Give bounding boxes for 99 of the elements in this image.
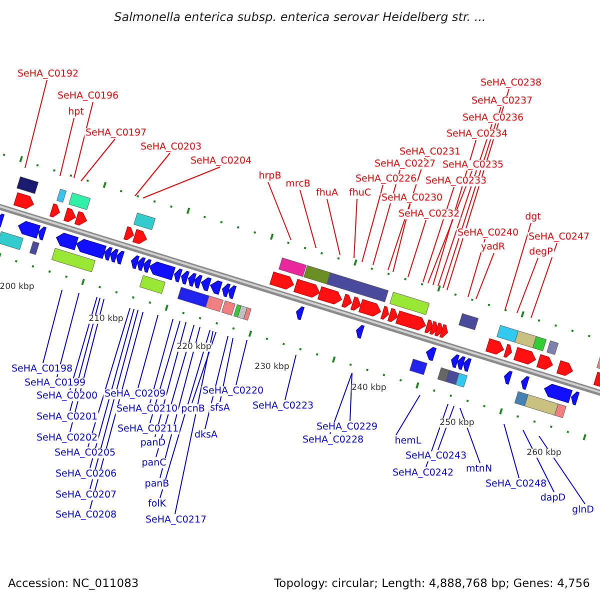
- gene-label: SeHA_C0242: [391, 468, 455, 478]
- gene-label: fhuC: [348, 188, 372, 198]
- gene-label: hpt: [67, 107, 85, 117]
- gene-label: SeHA_C0243: [404, 451, 468, 461]
- gene-label: SeHA_C0232: [397, 209, 461, 219]
- leader-line: [268, 182, 292, 240]
- gene-label: mtnN: [464, 464, 494, 474]
- gene-label: SeHA_C0201: [35, 412, 99, 422]
- gene-label: pcnB: [180, 404, 206, 414]
- leader-line: [42, 290, 62, 364]
- gene-label: SeHA_C0217: [144, 515, 208, 525]
- scale-label: 250 kbp: [440, 418, 474, 428]
- leader-line: [476, 252, 494, 300]
- gene-label: SeHA_C0240: [456, 228, 520, 238]
- gene-label: SeHA_C0220: [201, 386, 265, 396]
- gene-label: SeHA_C0226: [354, 174, 418, 184]
- scale-label: 220 kbp: [176, 342, 212, 352]
- gene-label: panB: [144, 479, 170, 489]
- leader-line: [192, 332, 216, 404]
- leader-line: [530, 242, 558, 318]
- leader-line: [422, 186, 454, 282]
- leader-line: [80, 138, 116, 182]
- gene-label: panC: [140, 458, 168, 468]
- leader-line: [138, 314, 158, 388]
- gene-label: hrpB: [258, 171, 282, 181]
- gene-label: SeHA_C0229: [315, 422, 379, 432]
- leader-line: [504, 424, 520, 478]
- gene-label: glnD: [571, 505, 595, 515]
- gene-label: SeHA_C0208: [54, 510, 118, 520]
- scale-label: 210 kbp: [88, 314, 124, 324]
- leader-line: [300, 190, 316, 248]
- gene-label: dgt: [524, 212, 542, 222]
- genome-info-text: Topology: circular; Length: 4,888,768 bp; Genes: 4,756: [274, 576, 590, 590]
- leader-line: [522, 430, 554, 492]
- accession-text: Accession: NC_011083: [8, 576, 139, 590]
- gene-label: SeHA_C0206: [54, 469, 118, 479]
- gene-label: SeHA_C0203: [139, 142, 203, 152]
- gene-label: hemL: [394, 436, 422, 446]
- gene-label: fhuA: [315, 188, 339, 198]
- gene-label: SeHA_C0210: [115, 404, 179, 414]
- leader-line: [354, 198, 358, 258]
- gene-label: SeHA_C0247: [527, 232, 591, 242]
- gene-label: SeHA_C0237: [470, 96, 534, 106]
- title: Salmonella enterica subsp. enterica serovar Heidelberg str. ...: [114, 10, 486, 24]
- scale-label: 240 kbp: [352, 384, 386, 392]
- leader-line: [56, 292, 80, 378]
- leader-line: [350, 372, 352, 422]
- leader-line: [150, 318, 174, 404]
- gene-label: SeHA_C0235: [441, 160, 505, 170]
- gene-label: SeHA_C0199: [23, 378, 87, 388]
- gene-label: SeHA_C0198: [10, 364, 74, 374]
- gene-label: SeHA_C0230: [380, 193, 444, 203]
- gene-label: SeHA_C0228: [301, 435, 365, 445]
- gene-label: mrcB: [284, 179, 312, 189]
- gene-label: yadR: [480, 242, 506, 252]
- leader-line: [142, 166, 220, 198]
- scale-label: 230 kbp: [254, 362, 290, 372]
- leader-line: [362, 184, 384, 262]
- gene-label: SeHA_C0197: [84, 128, 148, 138]
- leader-line: [174, 330, 214, 514]
- gene-label: SeHA_C0223: [251, 401, 315, 411]
- gene-label: degP: [528, 247, 554, 257]
- gene-label: SeHA_C0238: [479, 78, 543, 88]
- leader-line: [284, 354, 296, 400]
- leader-line: [204, 336, 228, 430]
- gene-label: SeHA_C0200: [35, 391, 99, 401]
- gene-label: folK: [146, 499, 168, 509]
- leader-line: [392, 204, 410, 272]
- leader-line: [24, 80, 48, 168]
- gene-label: dapD: [539, 493, 567, 503]
- gene-label: sfsA: [209, 403, 231, 413]
- leader-line: [74, 102, 94, 178]
- scale-label: 260 kbp: [526, 448, 562, 458]
- leader-line: [60, 118, 74, 176]
- gene-label: SeHA_C0205: [53, 448, 117, 458]
- leader-line: [236, 340, 248, 386]
- gene-label: panD: [139, 438, 167, 448]
- leader-line: [326, 198, 340, 256]
- gene-label: SeHA_C0202: [35, 433, 99, 443]
- gene-label: SeHA_C0231: [398, 147, 462, 157]
- gene-label: SeHA_C0204: [189, 156, 253, 166]
- gene-label: SeHA_C0207: [54, 490, 118, 500]
- leader-line: [504, 222, 532, 310]
- scale-label: 200 kbp: [0, 282, 34, 292]
- gene-label: SeHA_C0236: [461, 113, 525, 123]
- gene-label: SeHA_C0227: [373, 159, 437, 169]
- leader-line: [516, 258, 538, 314]
- leader-line: [396, 394, 420, 436]
- leader-line: [134, 152, 170, 196]
- gene-label: SeHA_C0211: [116, 424, 180, 434]
- gene-label: SeHA_C0209: [103, 389, 167, 399]
- gene-label: SeHA_C0196: [56, 91, 120, 101]
- gene-label: SeHA_C0192: [16, 69, 80, 79]
- gene-label: SeHA_C0233: [424, 176, 488, 186]
- gene-label: SeHA_C0248: [484, 479, 548, 489]
- leader-line: [408, 220, 426, 278]
- gene-label: dksA: [194, 430, 218, 440]
- gene-label: SeHA_C0234: [445, 129, 509, 139]
- leader-line: [538, 436, 586, 504]
